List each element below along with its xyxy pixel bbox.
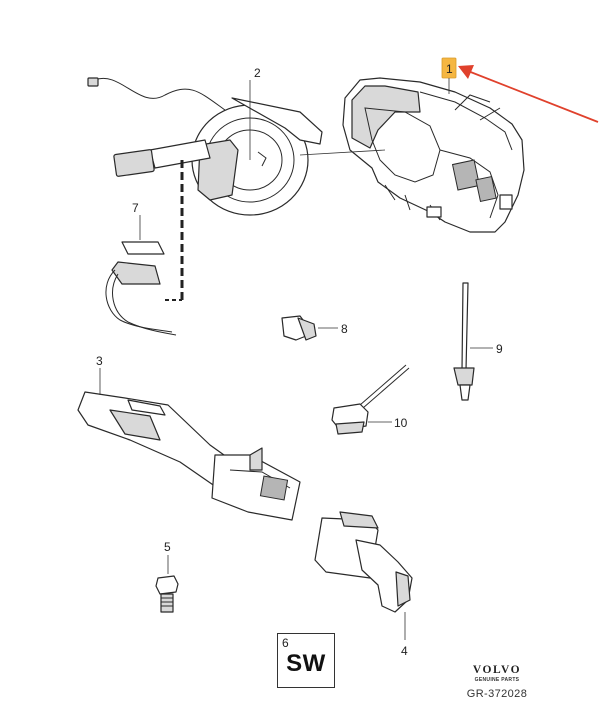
callout-2: 2 [254, 66, 261, 80]
callout-4: 4 [401, 644, 408, 658]
part-6-sw-label[interactable]: 6 SW [277, 633, 335, 688]
brand-logo: VOLVO [472, 664, 522, 676]
part-9-cable-tie[interactable] [453, 282, 493, 401]
part-2-clock-spring[interactable] [87, 77, 386, 216]
part-5-bolt[interactable] [155, 555, 179, 613]
part-8-clip[interactable] [281, 315, 338, 341]
callout-7: 7 [132, 201, 139, 215]
part-3-turn-signal-stalk[interactable] [77, 368, 301, 521]
callout-6: 6 [282, 636, 289, 650]
part-1-column-module-housing[interactable] [342, 77, 525, 233]
brand-subtitle: GENUINE PARTS [474, 677, 520, 683]
callout-5: 5 [164, 540, 171, 554]
part-7-sensor-with-wiring[interactable] [105, 215, 177, 336]
callout-8: 8 [341, 322, 348, 336]
callout-9: 9 [496, 342, 503, 356]
callout-3: 3 [96, 354, 103, 368]
red-arrow-indicator [458, 65, 599, 123]
callout-1: 1 [446, 62, 453, 76]
sw-label-code: SW [286, 650, 326, 677]
callout-10: 10 [394, 416, 408, 430]
diagram-reference-number: GR-372028 [466, 688, 528, 700]
part-4-wiper-stalk[interactable] [314, 511, 413, 640]
part-10-connector[interactable] [331, 364, 410, 435]
